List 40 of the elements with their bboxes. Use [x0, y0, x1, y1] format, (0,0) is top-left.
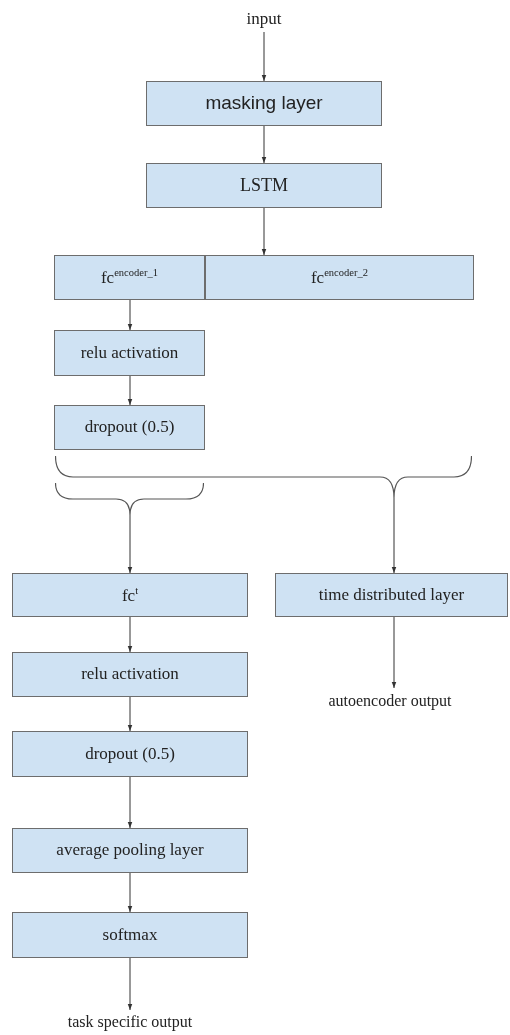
layer-label: LSTM [240, 175, 288, 196]
arrow [127, 375, 133, 406]
layer-label: fc$^{t}$ [121, 584, 139, 606]
arrow [127, 872, 133, 913]
layer-box [146, 81, 382, 126]
arrow [261, 125, 267, 164]
arrow [391, 616, 397, 689]
arrow [391, 497, 397, 574]
arrow [127, 616, 133, 653]
layer-box [12, 731, 248, 777]
layer-box [146, 163, 382, 208]
layer-box [275, 573, 508, 617]
layer-label: time distributed layer [318, 585, 465, 605]
layer-box [12, 828, 248, 873]
layer-label: softmax [102, 925, 158, 945]
layer-label: relu activation [80, 343, 179, 363]
io-label: input [246, 9, 282, 29]
layer-box [12, 912, 248, 958]
arrow [261, 207, 267, 256]
io-label: task specific output [67, 1013, 193, 1031]
layer-box [205, 255, 474, 300]
arrow [127, 299, 133, 331]
layer-label: masking layer [205, 93, 323, 114]
arrow [127, 514, 133, 574]
layer-label: relu activation [81, 665, 179, 684]
arrow [127, 776, 133, 829]
layer-box [12, 573, 248, 617]
layer-box [12, 652, 248, 697]
layer-label: average pooling layer [56, 841, 204, 860]
layer-label: fc$^{encoder_1}$ [100, 267, 159, 288]
arrow [261, 31, 267, 82]
arrow [127, 957, 133, 1011]
arrow [127, 696, 133, 732]
layer-label: dropout (0.5) [84, 418, 175, 437]
layer-label: fc$^{encoder_2}$ [310, 267, 369, 288]
layer-box [54, 330, 205, 376]
layer-box [54, 405, 205, 450]
io-label: autoencoder output [328, 692, 452, 710]
layer-box [54, 255, 205, 300]
layer-label: dropout (0.5) [85, 744, 175, 764]
